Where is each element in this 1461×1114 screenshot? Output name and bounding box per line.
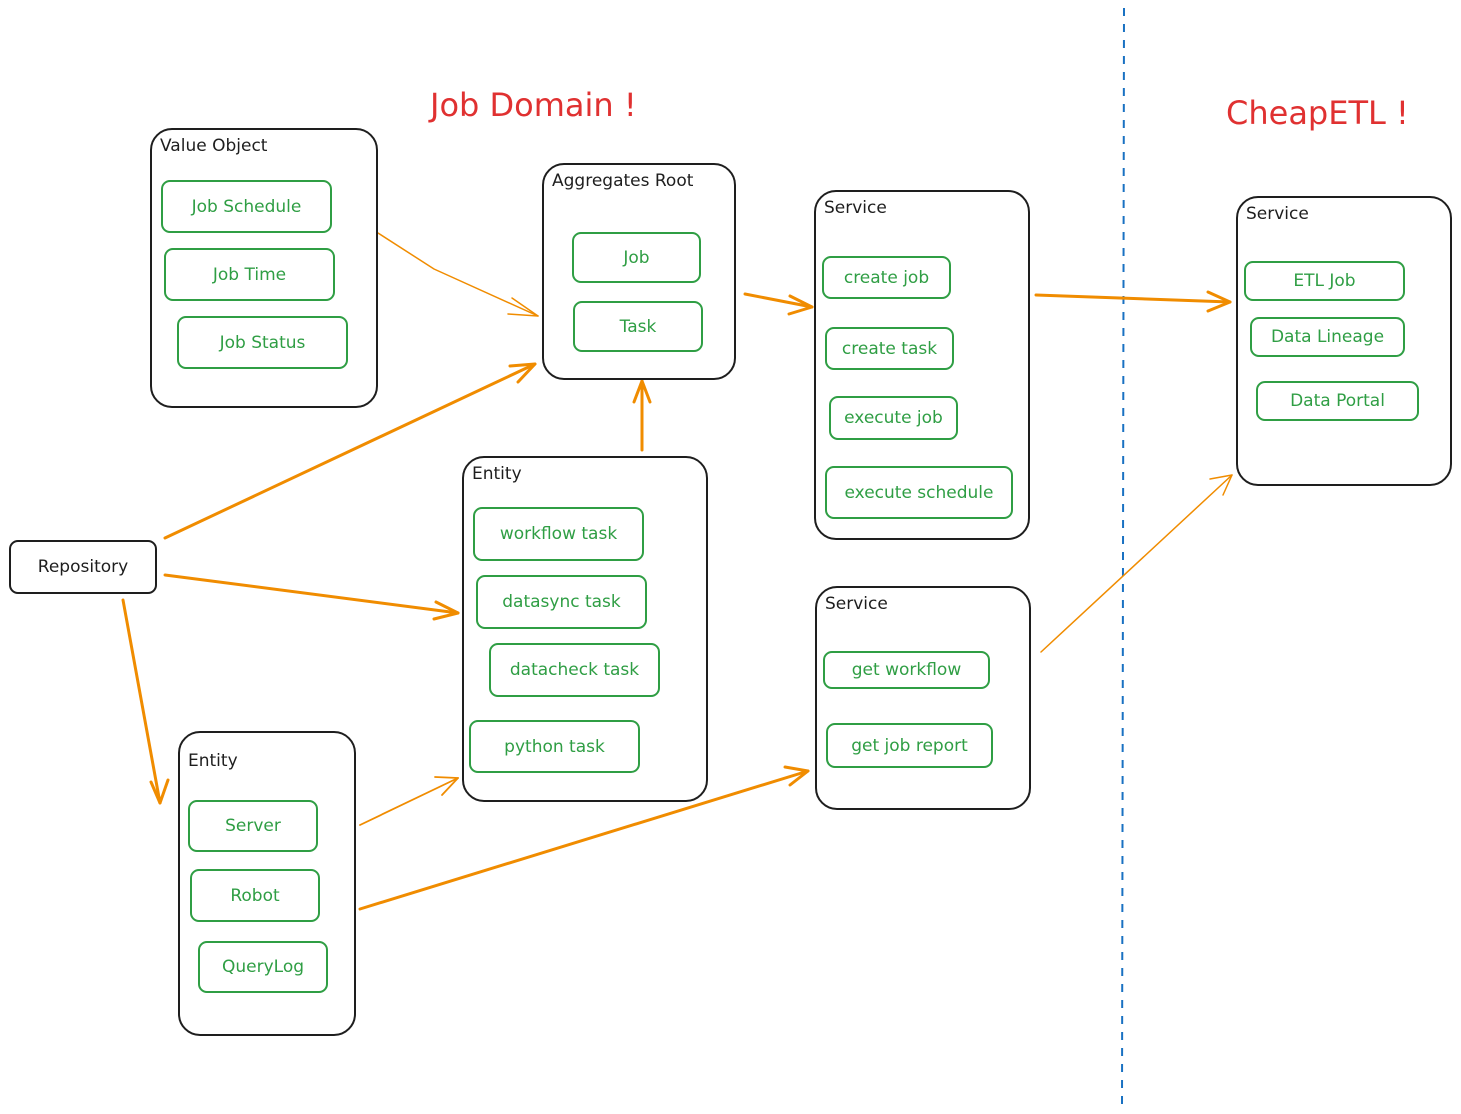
aggregates-root-title: Aggregates Root: [552, 171, 694, 191]
service-main-group: Service: [814, 190, 1030, 540]
arrow-aggregate-to-service: [743, 292, 814, 309]
service-secondary-group: Service: [815, 586, 1031, 810]
robot-item: Robot: [190, 869, 320, 922]
server-item: Server: [188, 800, 318, 852]
task-item: Task: [573, 301, 703, 352]
repository-node: Repository: [9, 540, 157, 594]
service-main-title: Service: [824, 198, 887, 218]
datasync-task-item: datasync task: [476, 575, 647, 629]
entity-infra-title: Entity: [188, 751, 238, 771]
arrow-service-secondary-to-cheapetl: [1040, 474, 1233, 653]
arrow-repository-to-entity-infra: [121, 598, 162, 805]
arrow-valueobject-to-aggregate: [377, 232, 539, 317]
create-job-item: create job: [822, 256, 951, 299]
job-schedule-item: Job Schedule: [161, 180, 332, 233]
boundary-divider: [1121, 7, 1125, 1106]
job-domain-heading: Job Domain !: [430, 86, 637, 124]
job-status-item: Job Status: [177, 316, 348, 369]
workflow-task-item: workflow task: [473, 507, 644, 561]
etl-job-item: ETL Job: [1244, 261, 1405, 301]
entity-infra-group: Entity: [178, 731, 356, 1036]
entity-tasks-group: Entity: [462, 456, 708, 802]
execute-job-item: execute job: [829, 396, 958, 440]
arrow-repository-to-aggregate: [163, 362, 537, 540]
data-portal-item: Data Portal: [1256, 381, 1419, 421]
arrow-repository-to-entity-tasks: [163, 573, 460, 615]
arrow-entity-infra-to-service: [358, 769, 810, 911]
service-cheapetl-group: Service: [1236, 196, 1452, 486]
job-time-item: Job Time: [164, 248, 335, 301]
get-job-report-item: get job report: [826, 723, 993, 768]
aggregates-root-group: Aggregates Root: [542, 163, 736, 380]
job-item: Job: [572, 232, 701, 283]
arrow-service-to-cheapetl: [1034, 293, 1232, 304]
service-cheapetl-title: Service: [1246, 204, 1309, 224]
value-object-group: Value Object: [150, 128, 378, 408]
create-task-item: create task: [825, 327, 954, 370]
service-secondary-title: Service: [825, 594, 888, 614]
querylog-item: QueryLog: [198, 941, 328, 993]
datacheck-task-item: datacheck task: [489, 643, 660, 697]
execute-schedule-item: execute schedule: [825, 466, 1013, 519]
get-workflow-item: get workflow: [823, 651, 990, 689]
python-task-item: python task: [469, 720, 640, 773]
data-lineage-item: Data Lineage: [1250, 317, 1405, 357]
arrow-entity-infra-to-entity-tasks: [359, 777, 459, 826]
cheapetl-heading: CheapETL !: [1226, 94, 1409, 132]
value-object-title: Value Object: [160, 136, 268, 156]
entity-tasks-title: Entity: [472, 464, 522, 484]
